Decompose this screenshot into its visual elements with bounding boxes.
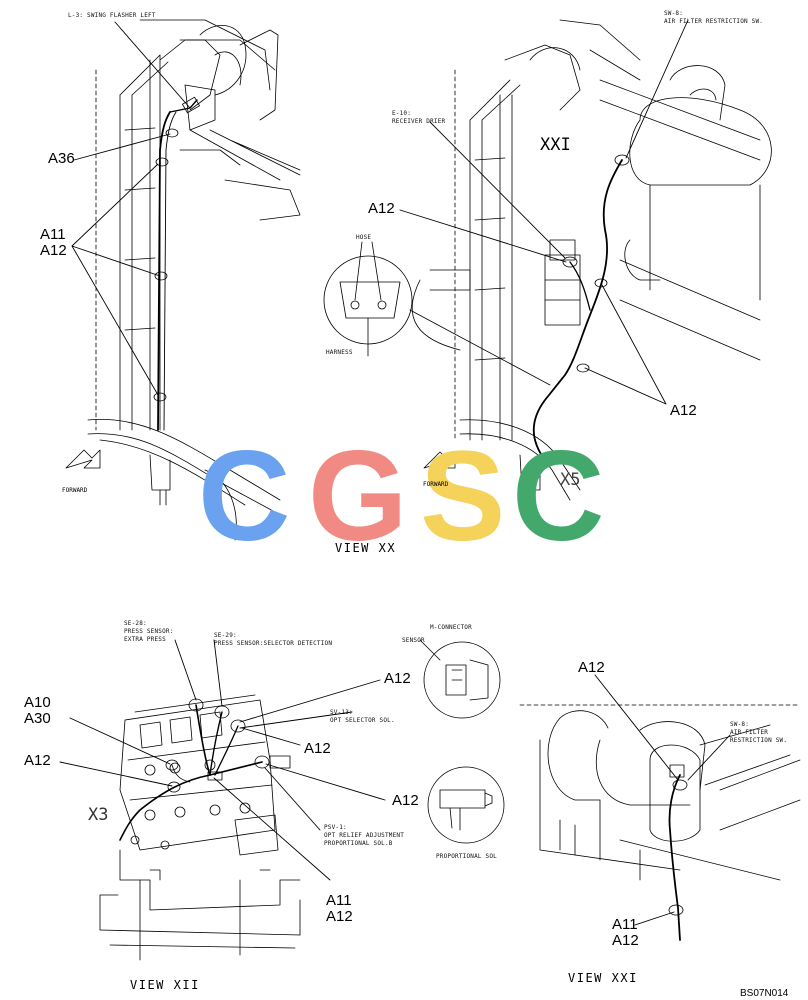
note-sv13-line1: OPT SELECTOR SOL. <box>330 717 395 724</box>
watermark-letter-c-second: C <box>512 425 605 568</box>
detail-sensor-label: SENSOR <box>402 637 425 644</box>
note-sv13: SV-13: <box>330 709 353 716</box>
note-sw8-xxi-line2: RESTRICTION SW. <box>730 737 788 744</box>
watermark-letter-c: C <box>198 425 291 568</box>
view-xx-right-drawing <box>323 19 772 501</box>
view-xii-title: VIEW XII <box>130 978 200 992</box>
callout-a36: A36 <box>48 150 75 167</box>
callout-a12-lower: A12 <box>670 402 697 419</box>
note-psv1-line2: PROPORTIONAL SOL.B <box>324 840 393 847</box>
callout-a12-xxi-bottom: A12 <box>612 932 639 949</box>
view-xx-title: VIEW XX <box>335 541 397 555</box>
note-se28-line1: PRESS SENSOR: <box>124 628 174 635</box>
view-xx-drawing <box>65 19 301 541</box>
callout-a11-xii: A11 <box>326 892 352 909</box>
detail-hose-label: HOSE <box>356 234 372 241</box>
note-e10-desc: RECEIVER DRIER <box>392 118 446 125</box>
callout-a30: A30 <box>24 710 51 727</box>
callout-a12-xii-right: A12 <box>392 792 419 809</box>
sheet-code: BS07N014 <box>740 988 789 999</box>
note-se28-line2: EXTRA PRESS <box>124 636 166 643</box>
note-se28: SE-28: <box>124 620 147 627</box>
note-sw8-xxi-line1: AIR FILTER <box>730 729 769 736</box>
note-l3: L-3: SWING FLASHER LEFT <box>68 12 156 19</box>
note-se29: SE-29: <box>214 632 237 639</box>
note-sw8-desc: AIR FILTER RESTRICTION SW. <box>664 18 764 25</box>
detail-mconnector-label: M-CONNECTOR <box>430 624 472 631</box>
ref-x3: X3 <box>88 805 109 825</box>
leader-lines <box>59 19 731 926</box>
callout-a12-xii-middle: A12 <box>304 740 331 757</box>
note-sw8: SW-8: <box>664 10 684 17</box>
callout-a11: A11 <box>40 226 66 243</box>
callout-a12-xii-bottom: A12 <box>326 908 353 925</box>
view-xxi-title: VIEW XXI <box>568 971 638 985</box>
note-se29-line1: PRESS SENSOR:SELECTOR DETECTION <box>214 640 333 647</box>
note-psv1-line1: OPT RELIEF ADJUSTMENT <box>324 832 405 839</box>
detail-propsol-label: PROPORTIONAL SOL <box>436 853 497 860</box>
forward-label: FORWARD <box>62 487 88 494</box>
ref-x5: X5 <box>560 470 581 490</box>
callout-a12-xxi: A12 <box>578 659 605 676</box>
forward-label-right: FORWARD <box>423 481 449 488</box>
callout-a12-xii-left: A12 <box>24 752 51 769</box>
note-psv1: PSV-1: <box>324 824 347 831</box>
view-xii-drawing <box>99 639 505 961</box>
note-sw8-xxi: SW-8: <box>730 721 750 728</box>
watermark-letter-g: G <box>308 425 408 568</box>
watermark-letter-s: S <box>420 425 506 568</box>
callout-a12-xii-top: A12 <box>384 670 411 687</box>
note-e10: E-10: <box>392 110 412 117</box>
callout-a11-xxi: A11 <box>612 916 638 933</box>
ref-xxi: XXI <box>540 135 571 155</box>
detail-harness-label: HARNESS <box>326 349 353 356</box>
callout-a12-receiver: A12 <box>368 200 395 217</box>
callout-a12: A12 <box>40 242 67 259</box>
callout-a10: A10 <box>24 694 51 711</box>
view-xxi-drawing <box>519 704 801 941</box>
